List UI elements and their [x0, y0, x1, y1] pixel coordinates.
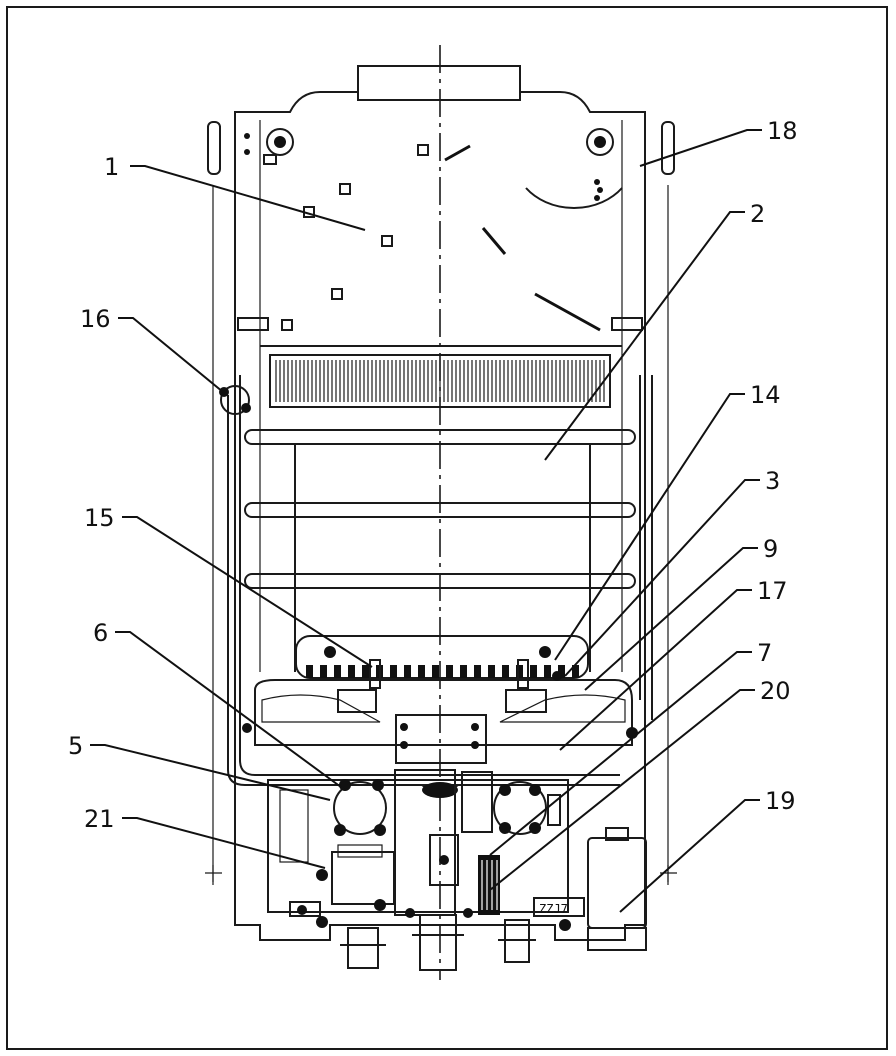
label-21: 21 — [84, 805, 115, 833]
battery-box: ZZJ7 — [533, 827, 647, 951]
bracket-right — [661, 121, 675, 175]
label-20: 20 — [760, 677, 791, 705]
burner-assembly — [242, 635, 638, 746]
fan-arc — [525, 187, 623, 209]
label-19: 19 — [765, 787, 796, 815]
flue-baffle-3 — [534, 292, 601, 332]
flue-outlet — [357, 65, 521, 101]
label-6: 6 — [93, 619, 108, 647]
label-18: 18 — [767, 117, 798, 145]
label-5: 5 — [68, 732, 83, 760]
cross-marks — [205, 865, 677, 882]
diagram-frame — [6, 6, 888, 1050]
leader-lines — [90, 129, 762, 913]
label-15: 15 — [84, 504, 115, 532]
label-7: 7 — [757, 639, 772, 667]
heat-exchanger-coils — [227, 375, 653, 786]
control-housing — [267, 769, 569, 916]
bracket-left — [207, 121, 221, 175]
gas-manifold — [395, 714, 487, 798]
label-1: 1 — [104, 153, 119, 181]
part-labels: 1 2 3 5 6 7 9 14 15 16 17 18 19 20 21 — [68, 117, 798, 833]
bottom-fittings — [289, 901, 571, 971]
hood-dots — [244, 133, 603, 201]
mount-screw-left — [266, 128, 294, 156]
label-9: 9 — [763, 535, 778, 563]
mount-screw-right — [586, 128, 614, 156]
svg-text:ZZJ7: ZZJ7 — [539, 902, 568, 916]
casing-outline — [234, 91, 646, 941]
water-valve — [316, 779, 395, 911]
label-17: 17 — [757, 577, 788, 605]
label-16: 16 — [80, 305, 111, 333]
label-14: 14 — [750, 381, 781, 409]
hood-tabs — [263, 144, 429, 331]
heat-exchanger-fins — [269, 354, 611, 408]
label-2: 2 — [750, 200, 765, 228]
hood-clips — [237, 317, 643, 331]
flue-baffle-1 — [444, 144, 471, 162]
label-3: 3 — [765, 467, 780, 495]
flue-baffle-2 — [481, 227, 507, 255]
